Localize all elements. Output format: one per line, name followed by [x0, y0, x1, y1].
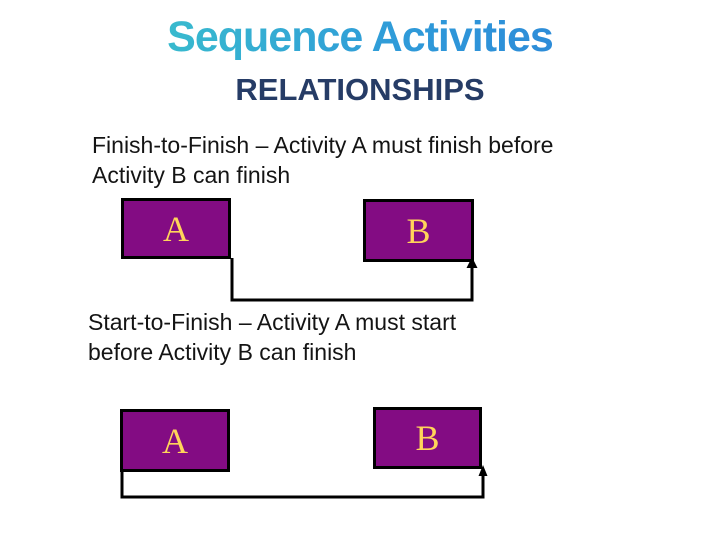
page-subtitle: RELATIONSHIPS: [235, 72, 485, 107]
description-line: Activity B can finish: [92, 162, 291, 188]
activity-box-label: B: [415, 418, 440, 458]
activity-box-label: B: [406, 210, 431, 251]
description-line: before Activity B can finish: [88, 339, 357, 365]
description-line: Start-to-Finish – Activity A must start: [88, 309, 457, 335]
activity-box-a-start-finish: A: [120, 409, 230, 472]
activity-box-a-finish-finish: A: [121, 198, 231, 259]
page-title: Sequence Activities: [0, 12, 720, 62]
activity-box-b-start-finish: B: [373, 407, 482, 469]
description-line: Finish-to-Finish – Activity A must finis…: [92, 132, 554, 158]
connector-a-to-b-finish-finish: [230, 258, 474, 302]
activity-box-label: A: [163, 208, 189, 249]
start-to-finish-description: Start-to-Finish – Activity A must start …: [88, 307, 658, 367]
connector-a-to-b-start-finish: [120, 470, 485, 499]
activity-box-b-finish-finish: B: [363, 199, 474, 262]
finish-to-finish-description: Finish-to-Finish – Activity A must finis…: [92, 130, 662, 190]
activity-box-label: A: [162, 420, 188, 461]
